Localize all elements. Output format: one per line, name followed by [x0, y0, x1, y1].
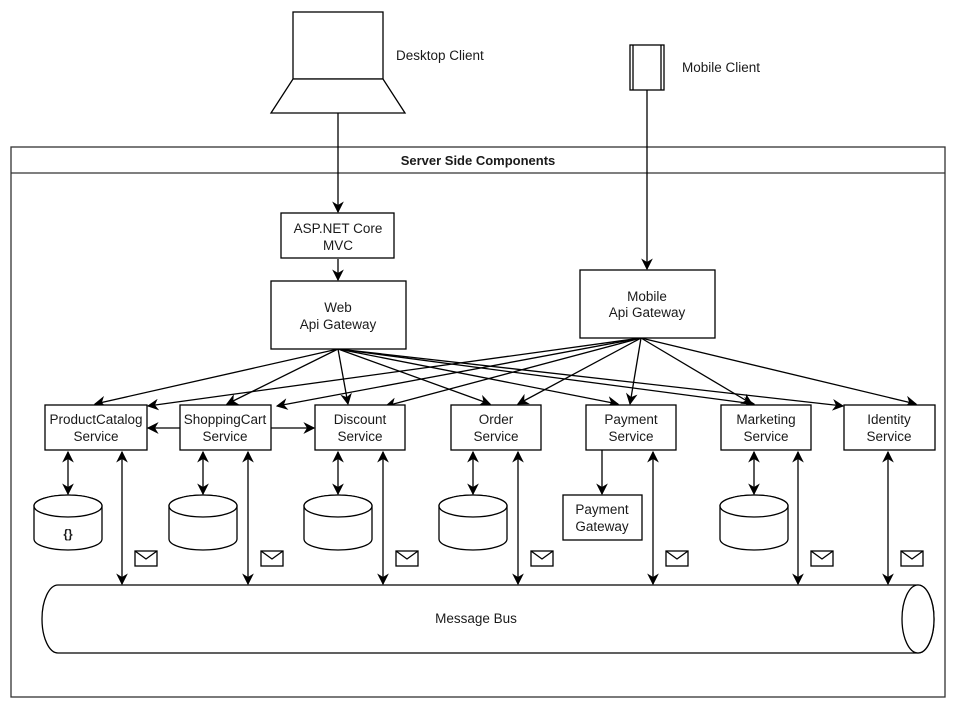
envelope-icon: [530, 550, 554, 567]
node-label: MVC: [323, 238, 353, 253]
node-label: Payment: [604, 412, 658, 427]
edge-web-productcatalog: [93, 348, 339, 408]
gateway-edges: [93, 337, 918, 411]
edge-web-marketing: [337, 348, 756, 409]
message-bus-label: Message Bus: [435, 611, 517, 626]
node-label: Payment: [575, 502, 629, 517]
node-label: Service: [608, 429, 653, 444]
json-braces-icon: {}: [63, 527, 73, 541]
node-label: Order: [479, 412, 514, 427]
desktop-client-label: Desktop Client: [396, 48, 484, 63]
node-label: Mobile: [627, 289, 667, 304]
node-mobile-gateway[interactable]: Mobile Api Gateway: [579, 269, 716, 339]
node-label: ShoppingCart: [184, 412, 267, 427]
node-payment-gateway[interactable]: Payment Gateway: [562, 494, 643, 541]
node-label: Identity: [867, 412, 911, 427]
node-discount-service[interactable]: Discount Service: [314, 404, 406, 451]
node-productcatalog-service[interactable]: ProductCatalog Service: [44, 404, 148, 451]
node-label: Marketing: [736, 412, 795, 427]
node-label: Service: [202, 429, 247, 444]
node-label: Gateway: [575, 519, 629, 534]
database-icon: [438, 494, 508, 551]
node-shoppingcart-service[interactable]: ShoppingCart Service: [179, 404, 272, 451]
node-marketing-service[interactable]: Marketing Service: [720, 404, 812, 451]
edge-web-discount: [337, 348, 352, 406]
edge-mobile-payment: [625, 337, 642, 406]
node-label: Service: [337, 429, 382, 444]
envelope-icon: [395, 550, 419, 567]
database-icon: [303, 494, 373, 551]
node-label: Api Gateway: [300, 317, 377, 332]
edge-web-identity: [337, 348, 845, 411]
database-icon: [719, 494, 789, 551]
node-label: Web: [324, 300, 352, 315]
node-label: ProductCatalog: [49, 412, 142, 427]
node-payment-service[interactable]: Payment Service: [585, 404, 677, 451]
edge-mobile-discount: [384, 337, 642, 409]
envelope-icon: [900, 550, 924, 567]
node-order-service[interactable]: Order Service: [450, 404, 542, 451]
node-identity-service[interactable]: Identity Service: [843, 404, 936, 451]
bus-end-cap: [901, 584, 935, 654]
node-label: Service: [743, 429, 788, 444]
envelope-icon: [810, 550, 834, 567]
edge-mobile-order: [516, 337, 642, 405]
mobile-phone-icon: [629, 44, 665, 91]
edge-mobile-identity: [640, 337, 918, 408]
envelope-icon: [665, 550, 689, 567]
edge-mobile-marketing: [640, 337, 754, 405]
node-label: ASP.NET Core: [294, 221, 383, 236]
node-label: Service: [73, 429, 118, 444]
edge-web-payment: [337, 348, 620, 408]
envelope-icon: [134, 550, 158, 567]
document-database-icon: {}: [33, 494, 103, 551]
envelope-icon: [260, 550, 284, 567]
database-icon: [168, 494, 238, 551]
container-title: Server Side Components: [401, 153, 556, 168]
node-web-gateway[interactable]: Web Api Gateway: [270, 280, 407, 350]
edge-web-shoppingcart: [225, 348, 339, 405]
laptop-icon: [269, 11, 407, 114]
node-label: Service: [866, 429, 911, 444]
node-label: Api Gateway: [609, 305, 686, 320]
edge-mobile-productcatalog: [146, 337, 642, 411]
message-bus: [41, 584, 935, 654]
edge-web-order: [337, 348, 492, 406]
node-label: Service: [473, 429, 518, 444]
node-label: Discount: [334, 412, 387, 427]
edge-mobile-shoppingcart: [275, 337, 642, 410]
mobile-client-label: Mobile Client: [682, 60, 760, 75]
node-mvc[interactable]: ASP.NET Core MVC: [280, 212, 395, 259]
